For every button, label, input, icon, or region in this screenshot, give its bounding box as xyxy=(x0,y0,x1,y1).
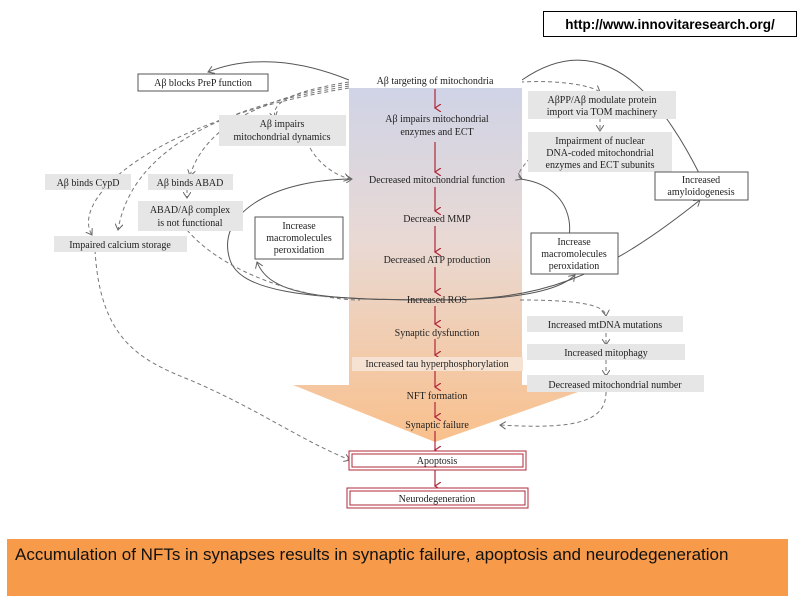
node-nuclear-label-2: DNA-coded mitochondrial xyxy=(546,148,654,159)
node-mitophagy-label: Increased mitophagy xyxy=(564,348,648,359)
central-label-8: NFT formation xyxy=(407,391,468,402)
node-impairs-dynamics-label-1: Aβ impairs xyxy=(260,119,305,130)
node-nuclear xyxy=(528,132,672,172)
central-label-9: Synaptic failure xyxy=(405,420,469,431)
node-mtdna-label: Increased mtDNA mutations xyxy=(548,320,663,331)
node-app-tom xyxy=(528,91,676,119)
node-ab-targeting-label: Aβ targeting of mitochondria xyxy=(377,76,494,87)
node-impairs-dynamics-label-2: mitochondrial dynamics xyxy=(234,132,331,143)
node-abad-complex-label-2: is not functional xyxy=(158,218,223,229)
node-impairs-dynamics xyxy=(219,115,346,146)
node-mito-number xyxy=(527,375,704,392)
node-app-tom-label-1: AβPP/Aβ modulate protein xyxy=(547,95,656,106)
central-label-3: Decreased MMP xyxy=(403,214,471,225)
node-nuclear-label-3: enzymes and ECT subunits xyxy=(546,160,655,171)
node-binds-abad xyxy=(148,174,233,190)
central-label-4: Decreased ATP production xyxy=(384,255,491,266)
node-mito-number-label: Decreased mitochondrial number xyxy=(548,380,682,391)
url-label: http://www.innovitaresearch.org/ xyxy=(543,11,797,37)
node-left-peroxidation xyxy=(254,216,344,260)
central-label-5: Increased ROS xyxy=(407,295,467,306)
node-abad-complex xyxy=(138,201,243,231)
node-left-peroxidation-label-2: macromolecules xyxy=(266,233,332,244)
node-neurodegeneration-label: Neurodegeneration xyxy=(399,494,476,505)
central-label-6: Synaptic dysfunction xyxy=(395,328,480,339)
background-arrow xyxy=(293,76,598,442)
node-neurodegeneration xyxy=(346,487,529,509)
node-amyloidogenesis-label-2: amyloidogenesis xyxy=(667,187,734,198)
node-right-peroxidation-label-3: peroxidation xyxy=(549,261,600,272)
node-ab-targeting xyxy=(349,73,522,88)
node-app-tom-label-2: import via TOM machinery xyxy=(547,107,657,118)
node-right-peroxidation-label-1: Increase xyxy=(557,237,591,248)
node-binds-cypd xyxy=(45,174,131,190)
node-binds-cypd-label: Aβ binds CypD xyxy=(57,178,120,189)
node-blocks-prep xyxy=(137,73,269,92)
node-mtdna xyxy=(527,316,683,332)
central-label-7: Increased tau hyperphosphorylation xyxy=(365,359,508,370)
node-left-peroxidation-label-3: peroxidation xyxy=(274,245,325,256)
node-calcium xyxy=(54,236,187,252)
node-binds-abad-label: Aβ binds ABAD xyxy=(157,178,224,189)
node-apoptosis xyxy=(348,450,527,471)
node-amyloidogenesis xyxy=(654,171,749,201)
central-label-1: Aβ impairs mitochondrial xyxy=(385,114,489,125)
node-right-peroxidation xyxy=(530,232,619,275)
node-blocks-prep-label: Aβ blocks PreP function xyxy=(154,78,252,89)
central-label-1b: enzymes and ECT xyxy=(400,127,473,138)
node-apoptosis-label: Apoptosis xyxy=(417,456,458,467)
central-label-2: Decreased mitochondrial function xyxy=(369,175,505,186)
node-left-peroxidation-label-1: Increase xyxy=(282,221,316,232)
node-mitophagy xyxy=(527,344,685,360)
node-calcium-label: Impaired calcium storage xyxy=(69,240,171,251)
node-right-peroxidation-label-2: macromolecules xyxy=(541,249,607,260)
node-abad-complex-label-1: ABAD/Aβ complex xyxy=(150,205,230,216)
dashed-connectors xyxy=(88,81,606,460)
caption-banner: Accumulation of NFTs in synapses results… xyxy=(7,539,788,596)
node-amyloidogenesis-label-1: Increased xyxy=(682,175,720,186)
node-nuclear-label-1: Impairment of nuclear xyxy=(555,136,645,147)
